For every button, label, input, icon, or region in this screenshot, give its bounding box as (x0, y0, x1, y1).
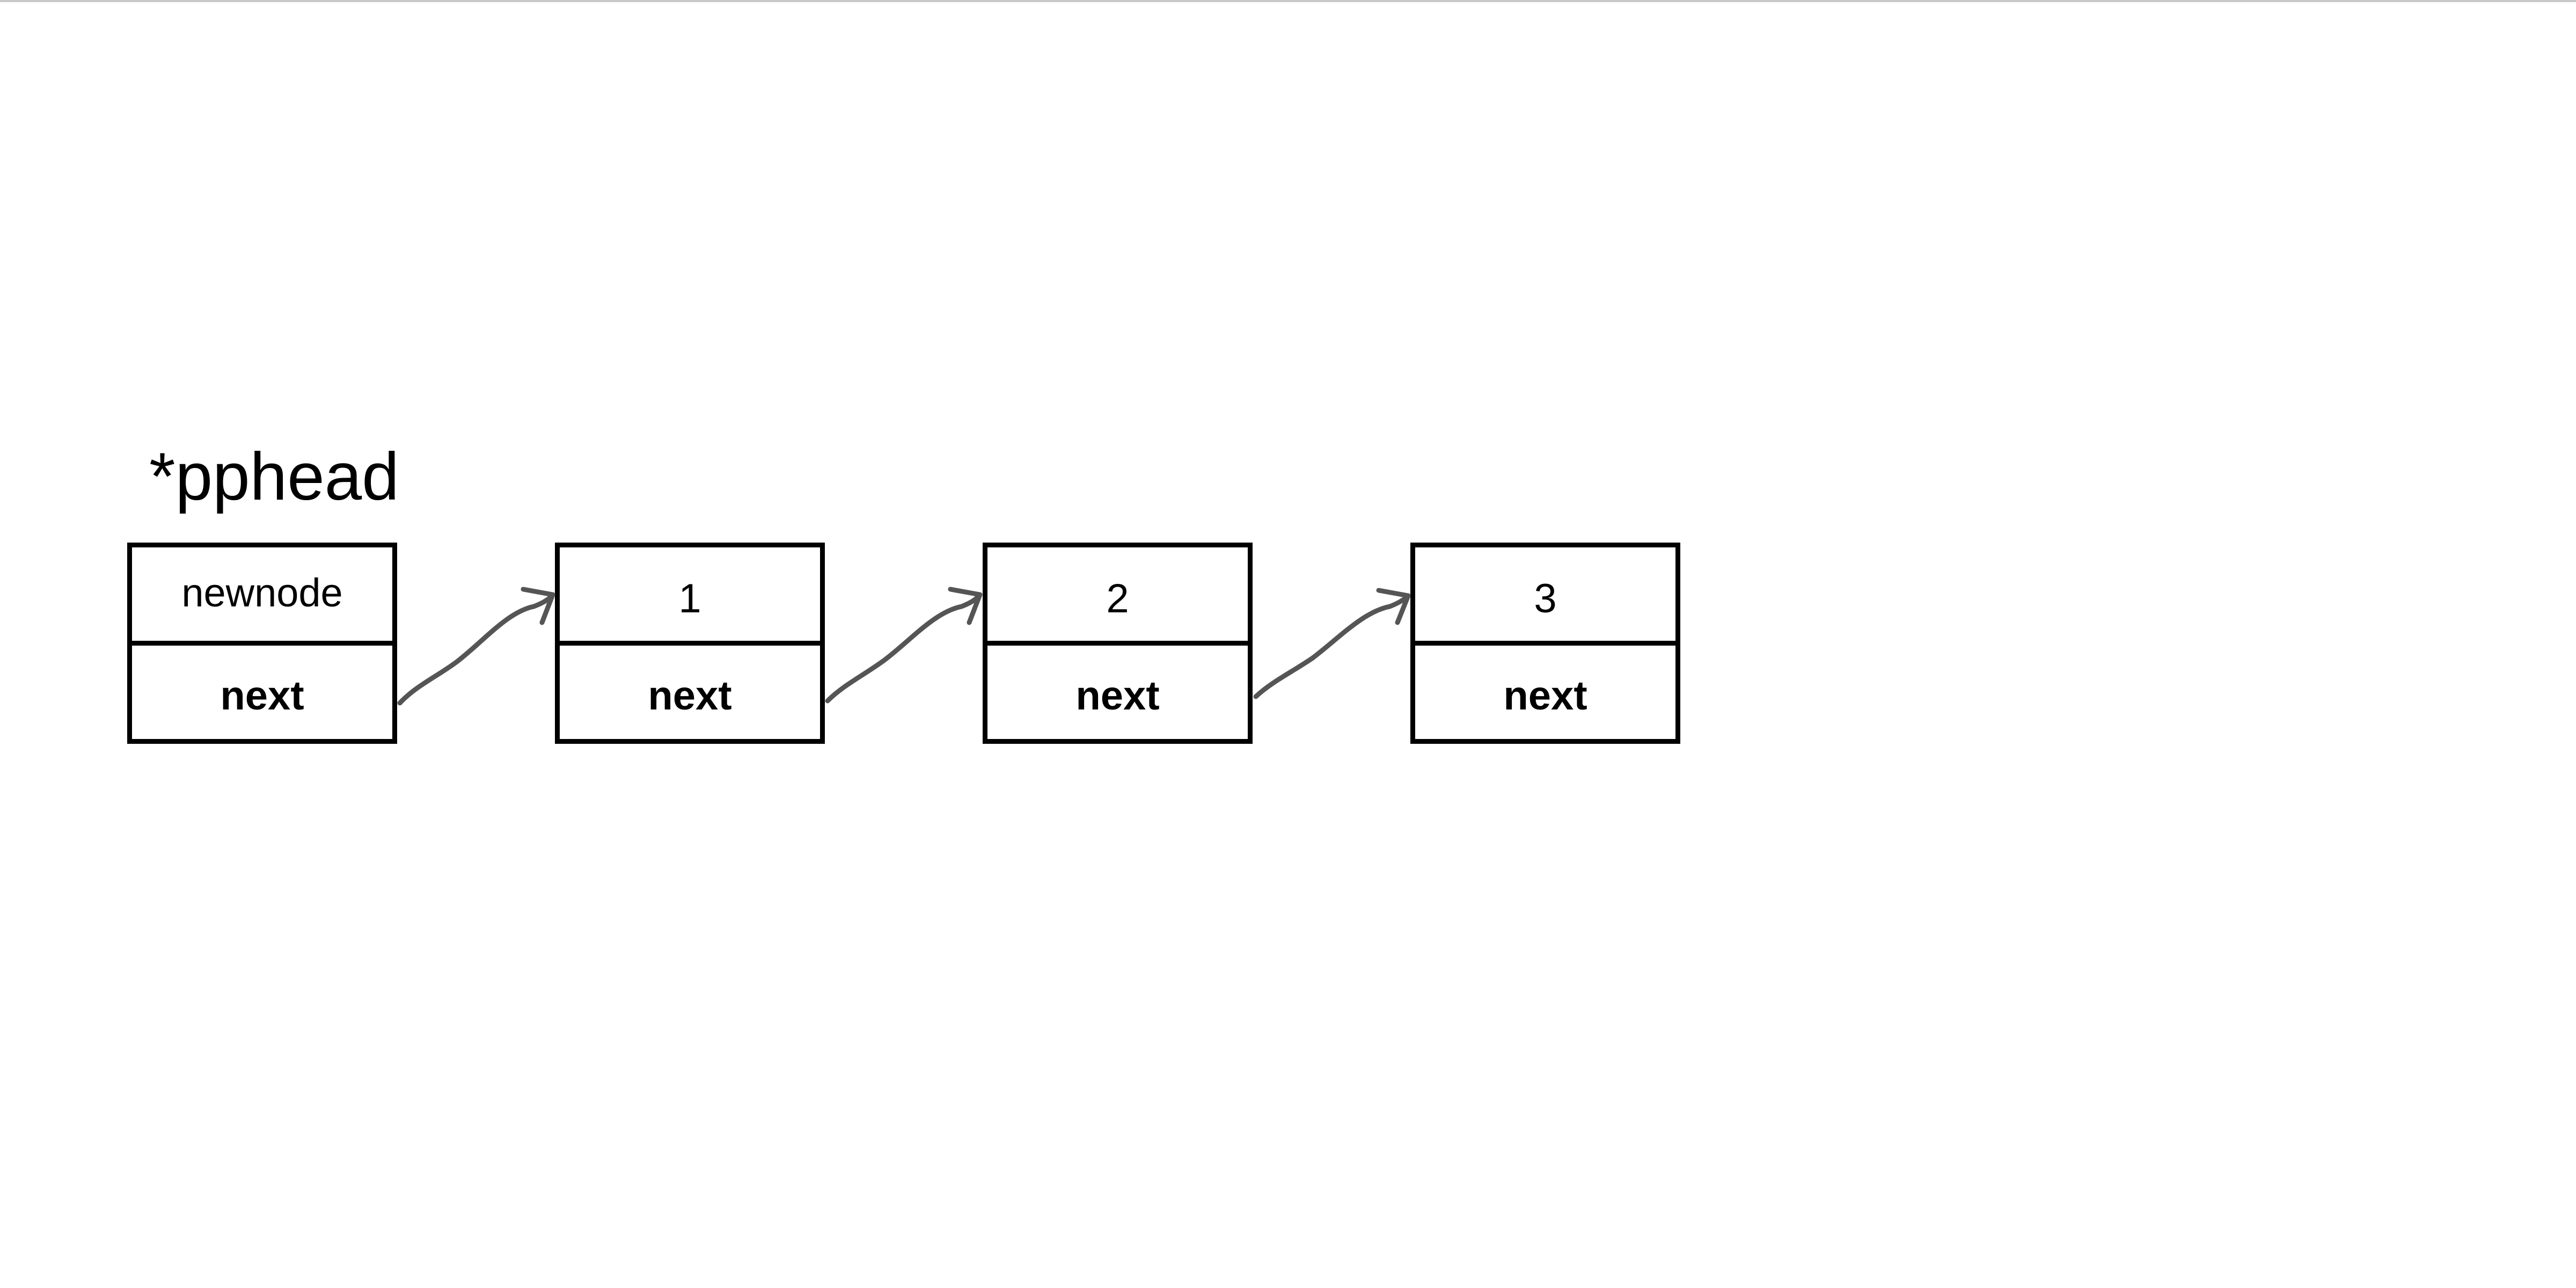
node-next-label: next (1075, 673, 1160, 719)
node-data-cell: 3 (1415, 547, 1675, 646)
link-arrow-1-to-2 (825, 587, 983, 704)
node-2: 2 next (983, 543, 1253, 744)
node-next-label: next (220, 673, 304, 719)
node-newnode: newnode next (127, 543, 397, 744)
node-next-cell: next (560, 646, 820, 739)
node-data-cell: newnode (132, 547, 392, 646)
node-data-cell: 2 (987, 547, 1248, 646)
node-next-cell: next (132, 646, 392, 739)
node-next-label: next (648, 673, 732, 719)
node-3: 3 next (1410, 543, 1680, 744)
node-next-cell: next (987, 646, 1248, 739)
node-data-cell: 1 (560, 547, 820, 646)
node-data-label: 1 (678, 576, 701, 621)
node-next-label: next (1503, 673, 1587, 719)
node-data-label: newnode (181, 570, 343, 615)
link-arrow-newnode-to-1 (397, 587, 555, 706)
node-data-label: 3 (1534, 576, 1557, 621)
node-1: 1 next (555, 543, 825, 744)
node-data-label: 2 (1106, 576, 1129, 621)
link-arrow-2-to-3 (1253, 588, 1411, 699)
head-pointer-label: *pphead (149, 440, 399, 514)
top-divider (0, 0, 2576, 2)
node-next-cell: next (1415, 646, 1675, 739)
